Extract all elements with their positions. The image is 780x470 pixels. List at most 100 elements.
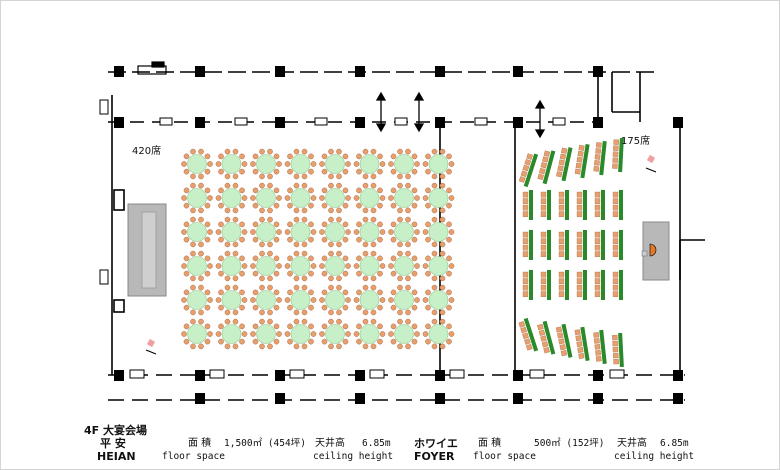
chair [439, 284, 446, 291]
chair [390, 338, 397, 345]
table-top [325, 256, 345, 276]
table-top [394, 290, 414, 310]
chair [241, 229, 248, 235]
chair [198, 216, 204, 223]
chair [577, 150, 584, 157]
chair [287, 221, 293, 228]
chair [540, 251, 547, 257]
chair [370, 318, 377, 325]
chair [198, 182, 204, 189]
chair [342, 187, 349, 194]
chair [422, 297, 429, 303]
chair [522, 251, 529, 257]
chair [218, 323, 224, 330]
table-top [256, 222, 276, 242]
desk-unit [540, 230, 551, 260]
chair [284, 161, 291, 167]
chair [446, 236, 452, 243]
chair [239, 338, 245, 345]
round-table [319, 148, 351, 180]
chair [259, 148, 265, 155]
table-top [359, 256, 380, 276]
chair [540, 271, 547, 278]
chair [594, 251, 601, 257]
chair [595, 355, 602, 362]
table-top [325, 290, 345, 310]
chair [308, 255, 314, 262]
chair [522, 291, 529, 297]
chair [183, 323, 190, 330]
chair [190, 216, 196, 223]
chair [356, 221, 362, 228]
chair [301, 173, 308, 180]
chair [215, 297, 222, 303]
chair [356, 202, 362, 209]
round-table [250, 284, 282, 316]
chair [267, 207, 273, 214]
chair [595, 350, 601, 356]
chair [239, 236, 245, 243]
chair [414, 297, 420, 303]
chair [267, 318, 273, 325]
chair [308, 202, 314, 209]
table-top [187, 324, 207, 344]
desk-unit [594, 270, 605, 300]
chair [362, 207, 369, 214]
chair [370, 309, 377, 316]
chair [431, 309, 438, 316]
table-top [221, 222, 242, 242]
chair [390, 255, 397, 262]
chair [293, 275, 300, 282]
chair [557, 165, 564, 172]
chair [595, 148, 602, 154]
chair [190, 173, 196, 180]
chair [446, 221, 452, 228]
round-table [422, 318, 455, 350]
chair [319, 195, 325, 201]
chair [287, 323, 293, 330]
round-table [422, 182, 455, 214]
chair [518, 176, 526, 183]
chair [267, 343, 273, 350]
mic-icon [145, 338, 157, 355]
chair [377, 289, 383, 296]
chair [250, 331, 256, 337]
chair [612, 204, 619, 211]
desk [523, 153, 539, 188]
round-table [388, 284, 420, 316]
chair [425, 168, 431, 175]
chair [239, 289, 245, 296]
desk-unit [540, 190, 551, 220]
chair [190, 284, 196, 291]
chair [540, 291, 547, 297]
round-table [250, 148, 282, 180]
chair [425, 270, 431, 277]
chair [370, 241, 377, 248]
chair [388, 195, 394, 201]
round-table [284, 318, 317, 350]
table-top [256, 188, 276, 208]
chair [612, 163, 618, 169]
chair [405, 182, 411, 189]
chair [576, 278, 583, 284]
chair [540, 162, 548, 169]
chair [411, 236, 418, 243]
chair [522, 244, 529, 251]
heian-area-label: 面 積 [188, 438, 212, 449]
chair [319, 229, 325, 235]
chair [284, 229, 291, 235]
round-table [284, 182, 317, 214]
table-top [428, 290, 449, 310]
chair [518, 321, 526, 328]
desk-unit [574, 326, 590, 361]
desk-unit [576, 270, 587, 300]
chair [342, 236, 349, 243]
chair [301, 343, 308, 350]
chair [405, 207, 411, 214]
chair [328, 318, 334, 325]
chair [204, 323, 211, 330]
foyer-area-label: 面 積 [478, 438, 502, 449]
round-table [388, 148, 420, 180]
chair [321, 304, 328, 311]
